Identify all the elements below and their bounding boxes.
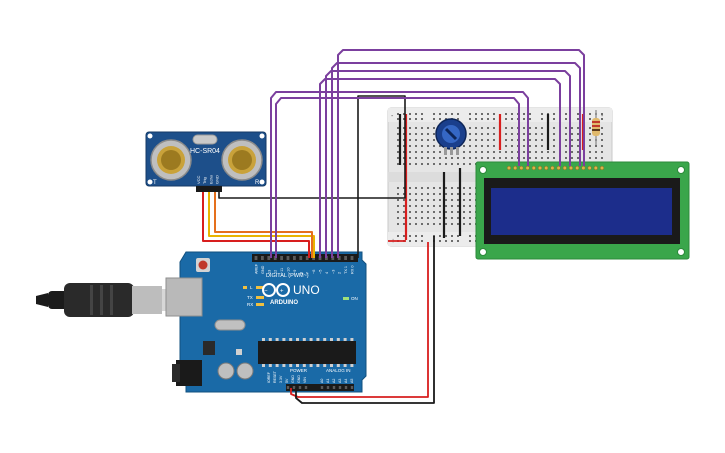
analog-pin-label: A4: [344, 379, 348, 383]
wire-lcd-2: [275, 97, 520, 258]
wire-5v: [290, 242, 429, 398]
wire-sensor-gnd: [218, 95, 406, 258]
top-header: [252, 254, 358, 262]
wire-lcd-6: [337, 49, 585, 258]
arduino-model: UNO: [293, 283, 320, 297]
wire-lcd-5: [331, 62, 581, 258]
power-label: POWER: [290, 368, 308, 373]
on-led-label: ON: [351, 296, 358, 301]
digital-label: DIGITAL (PWM~): [266, 273, 309, 279]
power-pin-label: RESET: [273, 370, 277, 383]
led-rx-label: RX: [247, 302, 253, 307]
power-pin-label: IOREF: [267, 371, 271, 383]
wire-sensor-echo: [214, 192, 313, 258]
analog-label: ANALOG IN: [326, 368, 351, 373]
wire-sensor-trig: [208, 192, 315, 258]
rail-sign-minus-right: -: [601, 113, 604, 120]
digital-pin-label: 4: [325, 272, 329, 274]
breadboard-jumpers[interactable]: [398, 114, 585, 240]
sensor-label: HC-SR04: [190, 148, 220, 155]
digital-pin-label: 7: [306, 272, 310, 274]
arduino-logo: − +: [262, 283, 290, 297]
atmega-chip: [258, 341, 356, 364]
sensor-pin-label: VCC: [196, 175, 201, 184]
arduino-brand: ARDUINO: [270, 300, 298, 306]
lcd-module: [475, 161, 690, 260]
digital-pin-label: ~10: [287, 268, 291, 274]
wire-lcd-4: [325, 70, 571, 258]
svg-text:−: −: [264, 289, 268, 295]
wire-gnd: [295, 236, 435, 404]
reset-button[interactable]: [198, 260, 208, 270]
power-pin-label: GND: [291, 375, 295, 383]
sensor-pin-label: Echo: [208, 174, 213, 184]
sensor-pin-label: Trig: [202, 177, 207, 184]
receiver-transducer: [221, 139, 263, 181]
analog-pin-label: A0: [320, 379, 324, 383]
rail-sign-minus: -: [391, 113, 394, 120]
lcd-header-pins: [506, 165, 605, 171]
sensor-mark-r: R: [255, 180, 260, 186]
potentiometer[interactable]: [435, 118, 467, 155]
digital-pin-label: ~9: [293, 270, 297, 274]
power-pin-label: GND: [297, 375, 301, 383]
usb-cable: [36, 283, 172, 317]
svg-text:+: +: [280, 289, 284, 295]
sensor-pin-label: GND: [215, 175, 220, 184]
transmitter-transducer: [150, 139, 192, 181]
wire-sensor-vcc: [202, 192, 310, 258]
digital-pin-label: 8: [299, 272, 303, 274]
digital-pin-label: RX 0: [351, 266, 355, 274]
resistor[interactable]: [592, 110, 600, 145]
analog-pin-label: A5: [350, 379, 354, 383]
power-pin-label: 3.3V: [279, 375, 283, 383]
analog-header: [318, 384, 354, 391]
analog-pin-label: A3: [338, 379, 342, 383]
digital-pin-label: 12: [274, 270, 278, 274]
digital-pin-label: ~6: [312, 270, 316, 274]
digital-pin-label: ~11: [280, 268, 284, 274]
analog-pin-label: A2: [332, 379, 336, 383]
wires[interactable]: [202, 49, 585, 404]
digital-pin-label: AREF: [255, 263, 259, 274]
analog-pin-label: A1: [326, 379, 330, 383]
digital-pin-label: 2: [338, 272, 342, 274]
wire-lcd-3: [319, 78, 561, 258]
lcd-screen: [491, 188, 672, 235]
digital-pin-label: 13: [267, 270, 271, 274]
wire-lcd-1: [270, 91, 529, 258]
led-l-label: L: [250, 285, 253, 290]
digital-pin-label: TX 1: [344, 266, 348, 274]
digital-pin-label: ~5: [319, 270, 323, 274]
digital-pin-label: ~3: [331, 270, 335, 274]
sensor-mark-t: T: [153, 180, 157, 186]
digital-pin-label: GND: [261, 265, 265, 274]
power-header: [286, 384, 328, 391]
power-pin-label: 5V: [285, 378, 289, 383]
led-tx-label: TX: [247, 295, 253, 300]
power-pin-label: VIN: [303, 377, 307, 383]
